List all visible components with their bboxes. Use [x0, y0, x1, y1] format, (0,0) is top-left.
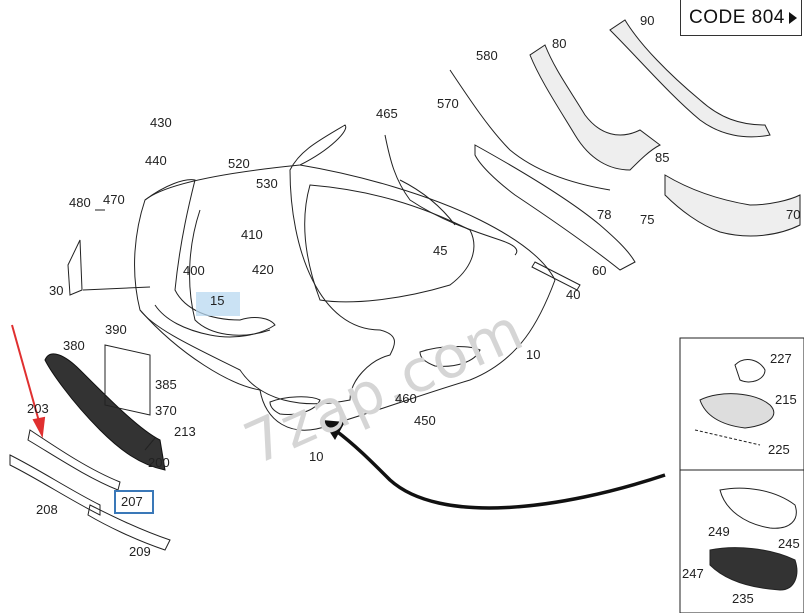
grille-200	[44, 353, 166, 471]
callout-235[interactable]: 235	[732, 591, 754, 606]
side-bracket-left	[144, 179, 276, 338]
part-227	[734, 359, 766, 383]
reinforcement-60	[474, 144, 636, 271]
bumper-side-contour	[189, 209, 271, 336]
callout-227[interactable]: 227	[770, 351, 792, 366]
box-207	[114, 490, 154, 514]
callout-208[interactable]: 208	[36, 502, 58, 517]
highlight-15	[196, 292, 240, 316]
fog-lamp-opening-right	[419, 346, 481, 367]
callout-225[interactable]: 225	[768, 442, 790, 457]
part-245	[719, 487, 797, 529]
callout-213[interactable]: 213	[174, 424, 196, 439]
red-arrow	[11, 324, 46, 439]
grille-opening	[304, 184, 475, 303]
bracket-80	[529, 44, 661, 171]
part-215	[699, 393, 775, 429]
callout-245[interactable]: 245	[778, 536, 800, 551]
callout-75[interactable]: 75	[640, 212, 655, 227]
callout-203[interactable]: 203	[27, 401, 49, 416]
callout-400[interactable]: 400	[183, 263, 205, 278]
part-225	[694, 429, 761, 446]
trim-208	[9, 454, 101, 516]
inset-frame	[679, 337, 804, 613]
callout-215[interactable]: 215	[775, 392, 797, 407]
callout-430[interactable]: 430	[150, 115, 172, 130]
callout-40[interactable]: 40	[566, 287, 581, 302]
bracket-90	[609, 19, 771, 138]
wiring-branch	[399, 179, 456, 226]
callout-10-bottom[interactable]: 10	[309, 449, 324, 464]
callout-207[interactable]: 207	[121, 494, 143, 509]
callout-60[interactable]: 60	[592, 263, 607, 278]
callout-200[interactable]: 200	[148, 455, 170, 470]
cable-570	[449, 69, 611, 191]
black-arrow	[333, 428, 666, 510]
callout-370[interactable]: 370	[155, 403, 177, 418]
callout-380[interactable]: 380	[63, 338, 85, 353]
callout-440[interactable]: 440	[145, 153, 167, 168]
callout-80[interactable]: 80	[552, 36, 567, 51]
callout-390[interactable]: 390	[105, 322, 127, 337]
callout-450[interactable]: 450	[414, 413, 436, 428]
callout-247[interactable]: 247	[682, 566, 704, 581]
callout-78[interactable]: 78	[597, 207, 612, 222]
callout-30[interactable]: 30	[49, 283, 64, 298]
strip-40	[531, 261, 581, 291]
callout-460[interactable]: 460	[395, 391, 417, 406]
callout-209[interactable]: 209	[129, 544, 151, 559]
next-arrow-icon[interactable]	[789, 12, 797, 24]
callout-385[interactable]: 385	[155, 377, 177, 392]
callout-580[interactable]: 580	[476, 48, 498, 63]
trim-203	[27, 429, 121, 491]
callout-85[interactable]: 85	[655, 150, 670, 165]
callout-480[interactable]: 480	[69, 195, 91, 210]
black-arrow-head	[322, 420, 345, 440]
code-label: CODE 804	[689, 7, 785, 28]
bracket-70	[664, 174, 801, 237]
callout-70[interactable]: 70	[786, 207, 801, 222]
callout-90[interactable]: 90	[640, 13, 655, 28]
trim-209	[87, 504, 171, 551]
part-235	[709, 547, 798, 591]
bracket-30	[67, 239, 83, 296]
callout-465[interactable]: 465	[376, 106, 398, 121]
license-plate-holder	[104, 344, 151, 416]
callout-15[interactable]: 15	[210, 293, 225, 308]
callout-45[interactable]: 45	[433, 243, 448, 258]
callout-470[interactable]: 470	[103, 192, 125, 207]
callout-410[interactable]: 410	[241, 227, 263, 242]
fog-lamp-opening-left	[269, 396, 321, 415]
wiring-harness	[384, 134, 518, 256]
callout-570[interactable]: 570	[437, 96, 459, 111]
callout-530[interactable]: 530	[256, 176, 278, 191]
callout-249[interactable]: 249	[708, 524, 730, 539]
code-label-box: CODE 804	[680, 0, 802, 36]
callout-420[interactable]: 420	[252, 262, 274, 277]
bumper-upper-edge	[299, 164, 556, 281]
callout-520[interactable]: 520	[228, 156, 250, 171]
bumper-cover-outline	[134, 124, 395, 405]
callout-10-right[interactable]: 10	[526, 347, 541, 362]
